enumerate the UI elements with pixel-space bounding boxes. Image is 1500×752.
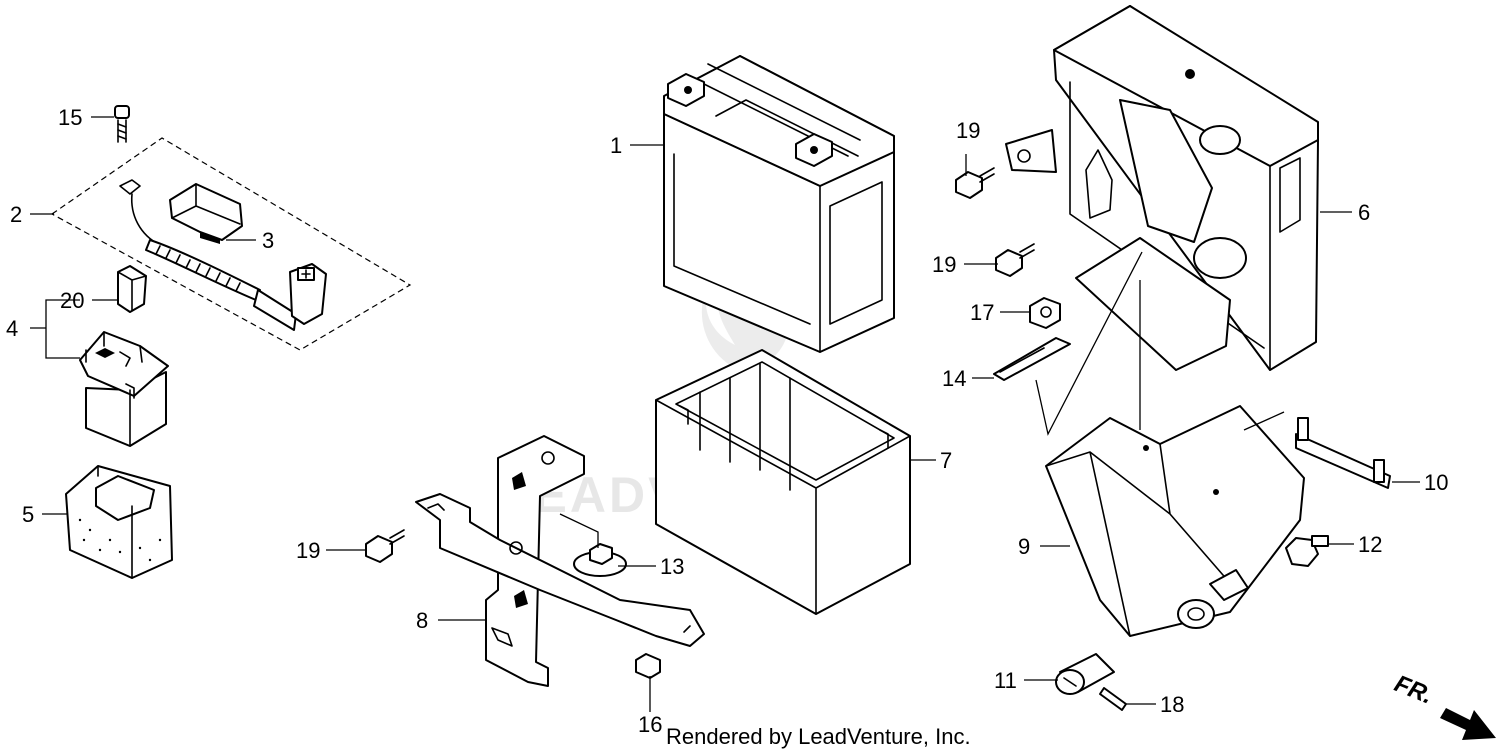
part-11-knob — [1055, 653, 1115, 695]
part-6-battery-case — [1005, 5, 1319, 371]
part-16-nut — [635, 653, 661, 679]
part-19-bolt-middle — [995, 243, 1035, 277]
part-3-terminal-cover — [169, 183, 243, 244]
callout-19-upper: 19 — [956, 118, 980, 143]
callout-3: 3 — [262, 228, 274, 253]
callout-10: 10 — [1424, 470, 1448, 495]
part-17-nut — [1029, 297, 1061, 329]
callout-13: 13 — [660, 554, 684, 579]
callout-7: 7 — [940, 448, 952, 473]
part-12-bolt — [1285, 535, 1329, 567]
part-19-bolt-upper — [955, 167, 995, 199]
part-8-bracket — [415, 435, 705, 687]
callout-1: 1 — [610, 133, 622, 158]
callout-18: 18 — [1160, 692, 1184, 717]
part-1-battery — [663, 55, 895, 353]
callout-6: 6 — [1358, 200, 1370, 225]
callout-15: 15 — [58, 105, 82, 130]
part-18-pin — [1099, 687, 1127, 711]
front-direction-label: FR. — [1391, 670, 1437, 710]
part-7-battery-box — [655, 349, 911, 615]
callout-11: 11 — [994, 668, 1017, 693]
part-9-cover — [1045, 405, 1305, 637]
part-4-relay — [79, 331, 169, 447]
part-13-washer — [573, 543, 627, 577]
callout-14: 14 — [942, 366, 966, 391]
part-15-bolt — [114, 105, 130, 143]
callout-16: 16 — [638, 712, 662, 737]
callout-12: 12 — [1358, 532, 1382, 557]
callout-20: 20 — [60, 288, 84, 313]
callout-17: 17 — [970, 300, 994, 325]
part-20-fuse — [117, 265, 147, 313]
callout-labels: 15 2 3 20 4 5 1 6 7 8 9 10 12 11 18 13 1… — [6, 105, 1448, 737]
footer-credit: Rendered by LeadVenture, Inc. — [666, 724, 971, 749]
front-direction-indicator: FR. — [1391, 670, 1496, 740]
callout-2: 2 — [10, 202, 22, 227]
callout-19-lower: 19 — [296, 538, 320, 563]
part-19-bolt-lower — [365, 529, 405, 563]
front-arrow-icon — [1440, 708, 1496, 740]
part-2-cable-assembly — [50, 137, 412, 351]
callout-5: 5 — [22, 502, 34, 527]
part-14-band — [993, 337, 1071, 381]
leader-lines — [30, 116, 1420, 712]
callout-4: 4 — [6, 316, 18, 341]
callout-19-middle: 19 — [932, 252, 956, 277]
part-10-stay — [1295, 417, 1391, 489]
part-5-relay-boot — [65, 465, 173, 579]
callout-9: 9 — [1018, 534, 1030, 559]
callout-8: 8 — [416, 608, 428, 633]
